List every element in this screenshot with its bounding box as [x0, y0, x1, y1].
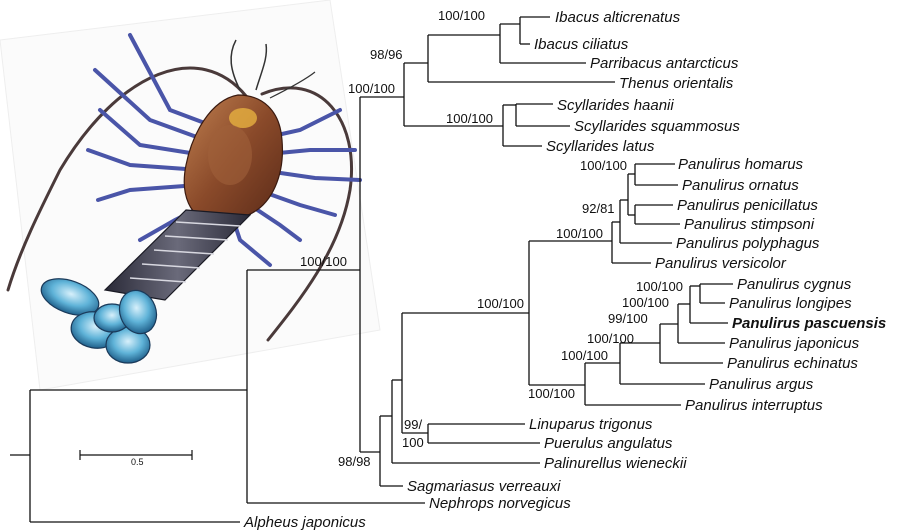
support-value: 100/100: [528, 386, 575, 401]
support-value: 99/: [404, 417, 422, 432]
taxon-label: Panulirus cygnus: [737, 276, 852, 293]
taxon-label: Panulirus homarus: [678, 156, 804, 173]
taxon-label: Panulirus stimpsoni: [684, 216, 815, 233]
taxon-label: Panulirus interruptus: [685, 397, 823, 414]
taxon-label: Parribacus antarcticus: [590, 55, 739, 72]
support-value: 100/100: [477, 296, 524, 311]
taxon-label: Scyllarides haanii: [557, 97, 674, 114]
taxon-label: Panulirus echinatus: [727, 355, 858, 372]
taxon-label: Scyllarides latus: [546, 138, 655, 155]
support-value: 100/100: [348, 81, 395, 96]
lobster-illustration: [0, 0, 380, 390]
taxon-label: Panulirus longipes: [729, 295, 852, 312]
support-value: 92/81: [582, 201, 615, 216]
support-value: 100/100: [561, 348, 608, 363]
taxon-label: Ibacus alticrenatus: [555, 9, 681, 26]
taxon-label: Nephrops norvegicus: [429, 495, 571, 512]
taxon-label: Thenus orientalis: [619, 75, 734, 92]
support-value: 98/98: [338, 454, 371, 469]
scale-bar: 0.5: [80, 450, 192, 467]
support-value: 99/100: [608, 311, 648, 326]
support-value: 98/96: [370, 47, 403, 62]
taxon-label: Palinurellus wieneckii: [544, 455, 687, 472]
support-value: 100/100: [446, 111, 493, 126]
support-value: 100: [402, 435, 424, 450]
taxon-label: Sagmariasus verreauxi: [407, 478, 561, 495]
taxon-label-highlighted: Panulirus pascuensis: [732, 315, 886, 332]
taxon-label: Scyllarides squammosus: [574, 118, 740, 135]
support-value: 100/100: [580, 158, 627, 173]
taxon-label: Panulirus japonicus: [729, 335, 860, 352]
support-value: 100/100: [622, 295, 669, 310]
scale-bar-label: 0.5: [131, 457, 144, 467]
taxon-label: Panulirus polyphagus: [676, 235, 820, 252]
support-value: 100/100: [587, 331, 634, 346]
taxon-label: Panulirus argus: [709, 376, 814, 393]
taxon-label: Panulirus penicillatus: [677, 197, 818, 214]
taxon-label: Ibacus ciliatus: [534, 36, 629, 53]
support-value: 100/100: [300, 254, 347, 269]
taxon-label: Panulirus versicolor: [655, 255, 787, 272]
support-value: 100/100: [636, 279, 683, 294]
taxon-label: Panulirus ornatus: [682, 177, 799, 194]
taxon-label: Linuparus trigonus: [529, 416, 653, 433]
support-value: 100/100: [556, 226, 603, 241]
taxon-label: Alpheus japonicus: [243, 514, 366, 531]
taxon-label: Puerulus angulatus: [544, 435, 673, 452]
support-value: 100/100: [438, 8, 485, 23]
